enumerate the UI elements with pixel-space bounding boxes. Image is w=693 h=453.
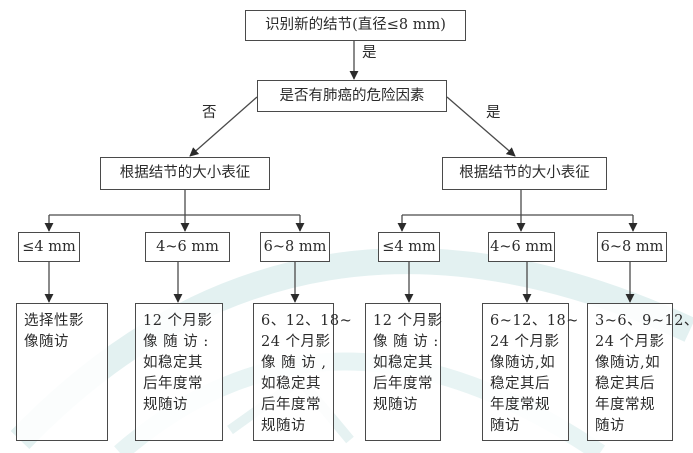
outcome-line: 后年度常 [261, 397, 321, 413]
outcome-line: 年度常规 [595, 397, 655, 413]
right-outcome-le4: 12 个月影 像 随 访 : 如稳定其 后年度常 规随访 [365, 303, 443, 441]
left-size-le4: ≤4 mm [18, 232, 80, 262]
outcome-line: 随访 [595, 418, 625, 434]
left-outcome-le4: 选择性影 像随访 [16, 303, 108, 441]
outcome-line: 规随访 [261, 418, 306, 434]
risk-question-node: 是否有肺癌的危险因素 [257, 80, 447, 112]
outcome-line: 像 随 访 : [143, 334, 209, 350]
edge-label-root-yes: 是 [362, 45, 377, 61]
outcome-line: 选择性影 [24, 313, 84, 329]
outcome-line: 像 随 访 : [373, 334, 439, 350]
outcome-line: 24 个月影 [490, 334, 560, 350]
edge-label-yes: 是 [486, 105, 501, 121]
outcome-line: 如稳定其 [143, 355, 203, 371]
outcome-line: 像 随 访 , [261, 355, 327, 371]
outcome-line: 稳定其后 [595, 376, 655, 392]
outcome-line: 像随访,如 [595, 355, 661, 371]
outcome-line: 24 个月影 [261, 334, 331, 350]
right-outcome-4-6: 6~12、18~ 24 个月影 像随访,如 稳定其后 年度常规 随访 [482, 303, 579, 441]
right-size-4-6: 4~6 mm [488, 232, 555, 262]
outcome-line: 如稳定其 [261, 376, 321, 392]
outcome-line: 6、12、18~ [261, 313, 353, 329]
right-size-le4: ≤4 mm [378, 232, 440, 262]
outcome-line: 像随访,如 [490, 355, 556, 371]
outcome-line: 随访 [490, 418, 520, 434]
outcome-line: 像随访 [24, 334, 69, 350]
root-node: 识别新的结节(直径≤8 mm) [245, 10, 466, 41]
left-outcome-4-6: 12 个月影 像 随 访 : 如稳定其 后年度常 规随访 [135, 303, 223, 441]
arrow-question-to-left [189, 96, 258, 157]
right-size-6-8: 6~8 mm [597, 232, 667, 262]
outcome-line: 年度常规 [490, 397, 550, 413]
outcome-line: 12 个月影 [143, 313, 213, 329]
left-size-6-8: 6~8 mm [260, 232, 330, 262]
outcome-line: 规随访 [143, 397, 188, 413]
outcome-line: 如稳定其 [373, 355, 433, 371]
outcome-line: 3~6、9~12、 [595, 313, 693, 329]
left-size-4-6: 4~6 mm [145, 232, 230, 262]
outcome-line: 12 个月影 [373, 313, 443, 329]
edge-label-no: 否 [202, 105, 217, 121]
outcome-line: 24 个月影 [595, 334, 665, 350]
right-outcome-6-8: 3~6、9~12、 24 个月影 像随访,如 稳定其后 年度常规 随访 [587, 303, 693, 441]
outcome-line: 后年度常 [143, 376, 203, 392]
outcome-line: 6~12、18~ [490, 313, 579, 329]
left-size-node: 根据结节的大小表征 [100, 157, 270, 190]
outcome-line: 稳定其后 [490, 376, 550, 392]
arrow-question-to-right [446, 96, 516, 157]
right-size-node: 根据结节的大小表征 [442, 157, 607, 190]
outcome-line: 后年度常 [373, 376, 433, 392]
outcome-line: 规随访 [373, 397, 418, 413]
left-outcome-6-8: 6、12、18~ 24 个月影 像 随 访 , 如稳定其 后年度常 规随访 [253, 303, 353, 441]
